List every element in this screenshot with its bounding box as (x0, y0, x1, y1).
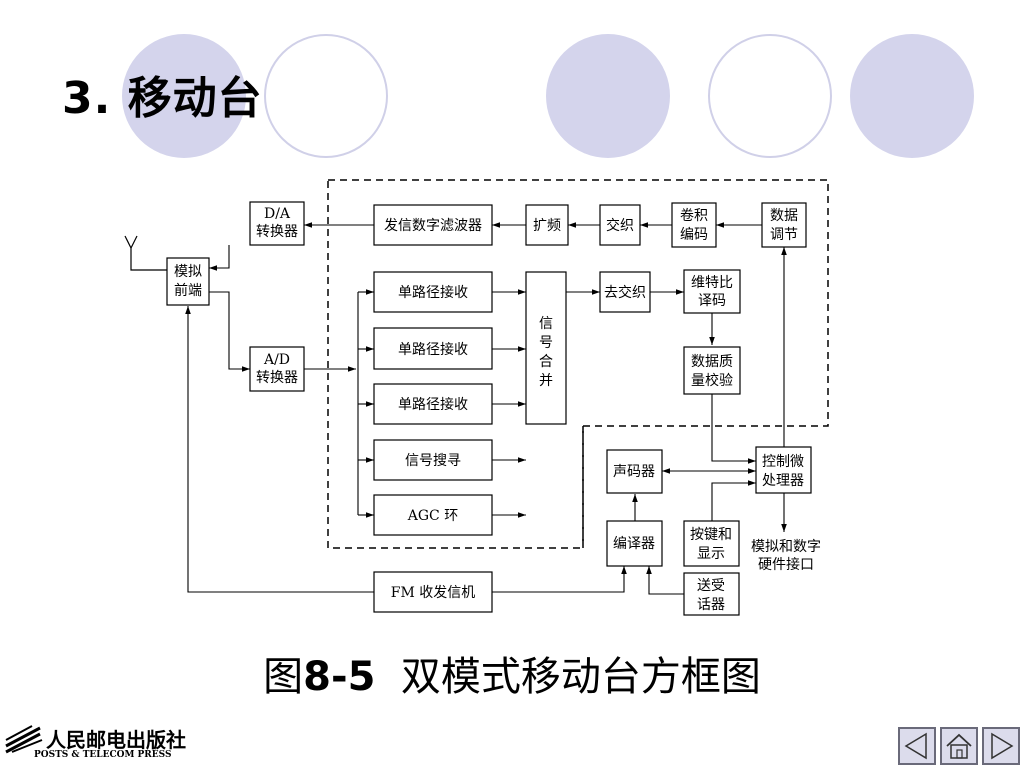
merge-label-2: 号 (539, 335, 553, 351)
da-label-line1: D/A (264, 206, 291, 222)
arrow-handset-to-codec (646, 566, 684, 595)
block-rake-receiver-1: 单路径接收 (373, 271, 493, 313)
da-label-line2: 转换器 (256, 223, 298, 240)
arrow-fm-to-frontend (185, 306, 374, 593)
frontend-label-line2: 前端 (174, 282, 202, 299)
block-conv-code: 卷积 编码 (671, 202, 717, 248)
rake3-label: 单路径接收 (398, 396, 468, 413)
merge-label-3: 合 (539, 354, 553, 370)
block-rake-receiver-3: 单路径接收 (373, 383, 493, 425)
arrow-da-to-frontend (209, 245, 230, 271)
tx-filter-label: 发信数字滤波器 (384, 218, 482, 234)
viterbi-label-line1: 维特比 (691, 275, 733, 291)
block-tx-digital-filter: 发信数字滤波器 (373, 204, 493, 246)
search-label: 信号搜寻 (405, 453, 461, 469)
keypad-label-line1: 按键和 (690, 527, 732, 543)
block-signal-search: 信号搜寻 (373, 439, 493, 481)
home-button[interactable] (940, 727, 978, 765)
slide-title: 3. 移动台 (62, 73, 263, 124)
block-handset: 送受 话器 (683, 572, 740, 616)
quality-label-line1: 数据质 (691, 354, 733, 370)
merge-label-4: 并 (539, 373, 553, 389)
controller-label-line2: 处理器 (762, 473, 804, 489)
block-viterbi-decoder: 维特比 译码 (683, 269, 741, 314)
handset-label-line2: 话器 (697, 597, 725, 613)
block-control-processor: 控制微 处理器 (755, 446, 812, 494)
vocoder-label: 声码器 (613, 464, 655, 480)
arrow-fm-to-codec (492, 566, 627, 593)
block-rake-receiver-2: 单路径接收 (373, 327, 493, 370)
decor-circle-filled-left (122, 34, 246, 158)
viterbi-label-line2: 译码 (698, 293, 726, 309)
connection-lines (185, 222, 787, 595)
iface-label-line2: 硬件接口 (758, 556, 814, 573)
arrow-quality-to-controller (711, 394, 756, 464)
quality-label-line2: 量校验 (691, 372, 733, 389)
decor-circle-ring-right (708, 34, 832, 158)
publisher-name-en: POSTS & TELECOM PRESS (34, 750, 172, 760)
block-vocoder: 声码器 (606, 449, 663, 494)
handset-label-line1: 送受 (697, 578, 725, 594)
arrow-frontend-to-ad (209, 291, 250, 372)
controller-label-line1: 控制微 (762, 454, 804, 470)
next-slide-button[interactable] (982, 727, 1020, 765)
block-data-adjust: 数据 调节 (761, 202, 807, 248)
block-codec: 编译器 (606, 520, 663, 567)
block-fm-transceiver: FM 收发信机 (373, 571, 493, 613)
datadj-label-line2: 调节 (770, 227, 798, 243)
caption-number: 8-5 (303, 654, 376, 700)
datadj-label-line1: 数据 (770, 208, 798, 224)
antenna-icon (124, 235, 168, 271)
codec-label: 编译器 (613, 536, 655, 552)
dashed-enclosures (327, 179, 829, 549)
arrow-keypad-to-controller (711, 480, 756, 521)
agc-label: AGC 环 (407, 508, 458, 524)
keypad-label-line2: 显示 (697, 546, 725, 562)
decor-circle-ring-left (264, 34, 388, 158)
convcode-label-line2: 编码 (680, 227, 708, 243)
block-ad-converter: A/D 转换器 (249, 346, 305, 392)
label-hw-interface: 模拟和数字 硬件接口 (751, 539, 821, 573)
block-analog-frontend: 模拟 前端 (166, 257, 210, 306)
merge-label-1: 信 (539, 316, 553, 332)
block-deinterleave: 去交织 (599, 271, 651, 313)
rake2-label: 单路径接收 (398, 341, 468, 358)
convcode-label-line1: 卷积 (680, 208, 708, 224)
block-da-converter: D/A 转换器 (249, 201, 305, 246)
caption-text: 双模式移动台方框图 (400, 654, 761, 700)
prev-slide-button[interactable] (898, 727, 936, 765)
triangle-left-icon (904, 732, 927, 760)
fm-label: FM 收发信机 (391, 585, 476, 601)
publisher-logo: 人民邮电出版社 POSTS & TELECOM PRESS (2, 722, 202, 766)
figure-caption: 图8-5 双模式移动台方框图 (0, 644, 1024, 702)
ad-label-line1: A/D (263, 352, 290, 368)
ad-label-line2: 转换器 (256, 369, 298, 386)
interleave-label: 交织 (606, 217, 634, 234)
slide-navigation (898, 727, 1020, 767)
home-icon (946, 733, 972, 759)
rake1-label: 单路径接收 (398, 284, 468, 301)
deinterleave-label: 去交织 (604, 284, 646, 301)
publisher-emblem-icon (5, 725, 43, 754)
frontend-label-line1: 模拟 (174, 264, 202, 280)
block-signal-merge: 信 号 合 并 (525, 271, 567, 425)
block-agc-loop: AGC 环 (373, 494, 493, 536)
decor-circle-filled-right (850, 34, 974, 158)
block-spread: 扩频 (525, 204, 569, 246)
iface-label-line1: 模拟和数字 (751, 539, 821, 555)
block-interleave: 交织 (599, 204, 641, 246)
decor-circle-filled-mid (546, 34, 670, 158)
spread-label: 扩频 (533, 218, 561, 234)
block-quality-check: 数据质 量校验 (683, 346, 741, 395)
publisher-name-cn: 人民邮电出版社 (46, 728, 186, 752)
triangle-right-icon (991, 732, 1014, 760)
caption-prefix: 图 (263, 654, 304, 700)
block-keypad-display: 按键和 显示 (683, 520, 740, 567)
